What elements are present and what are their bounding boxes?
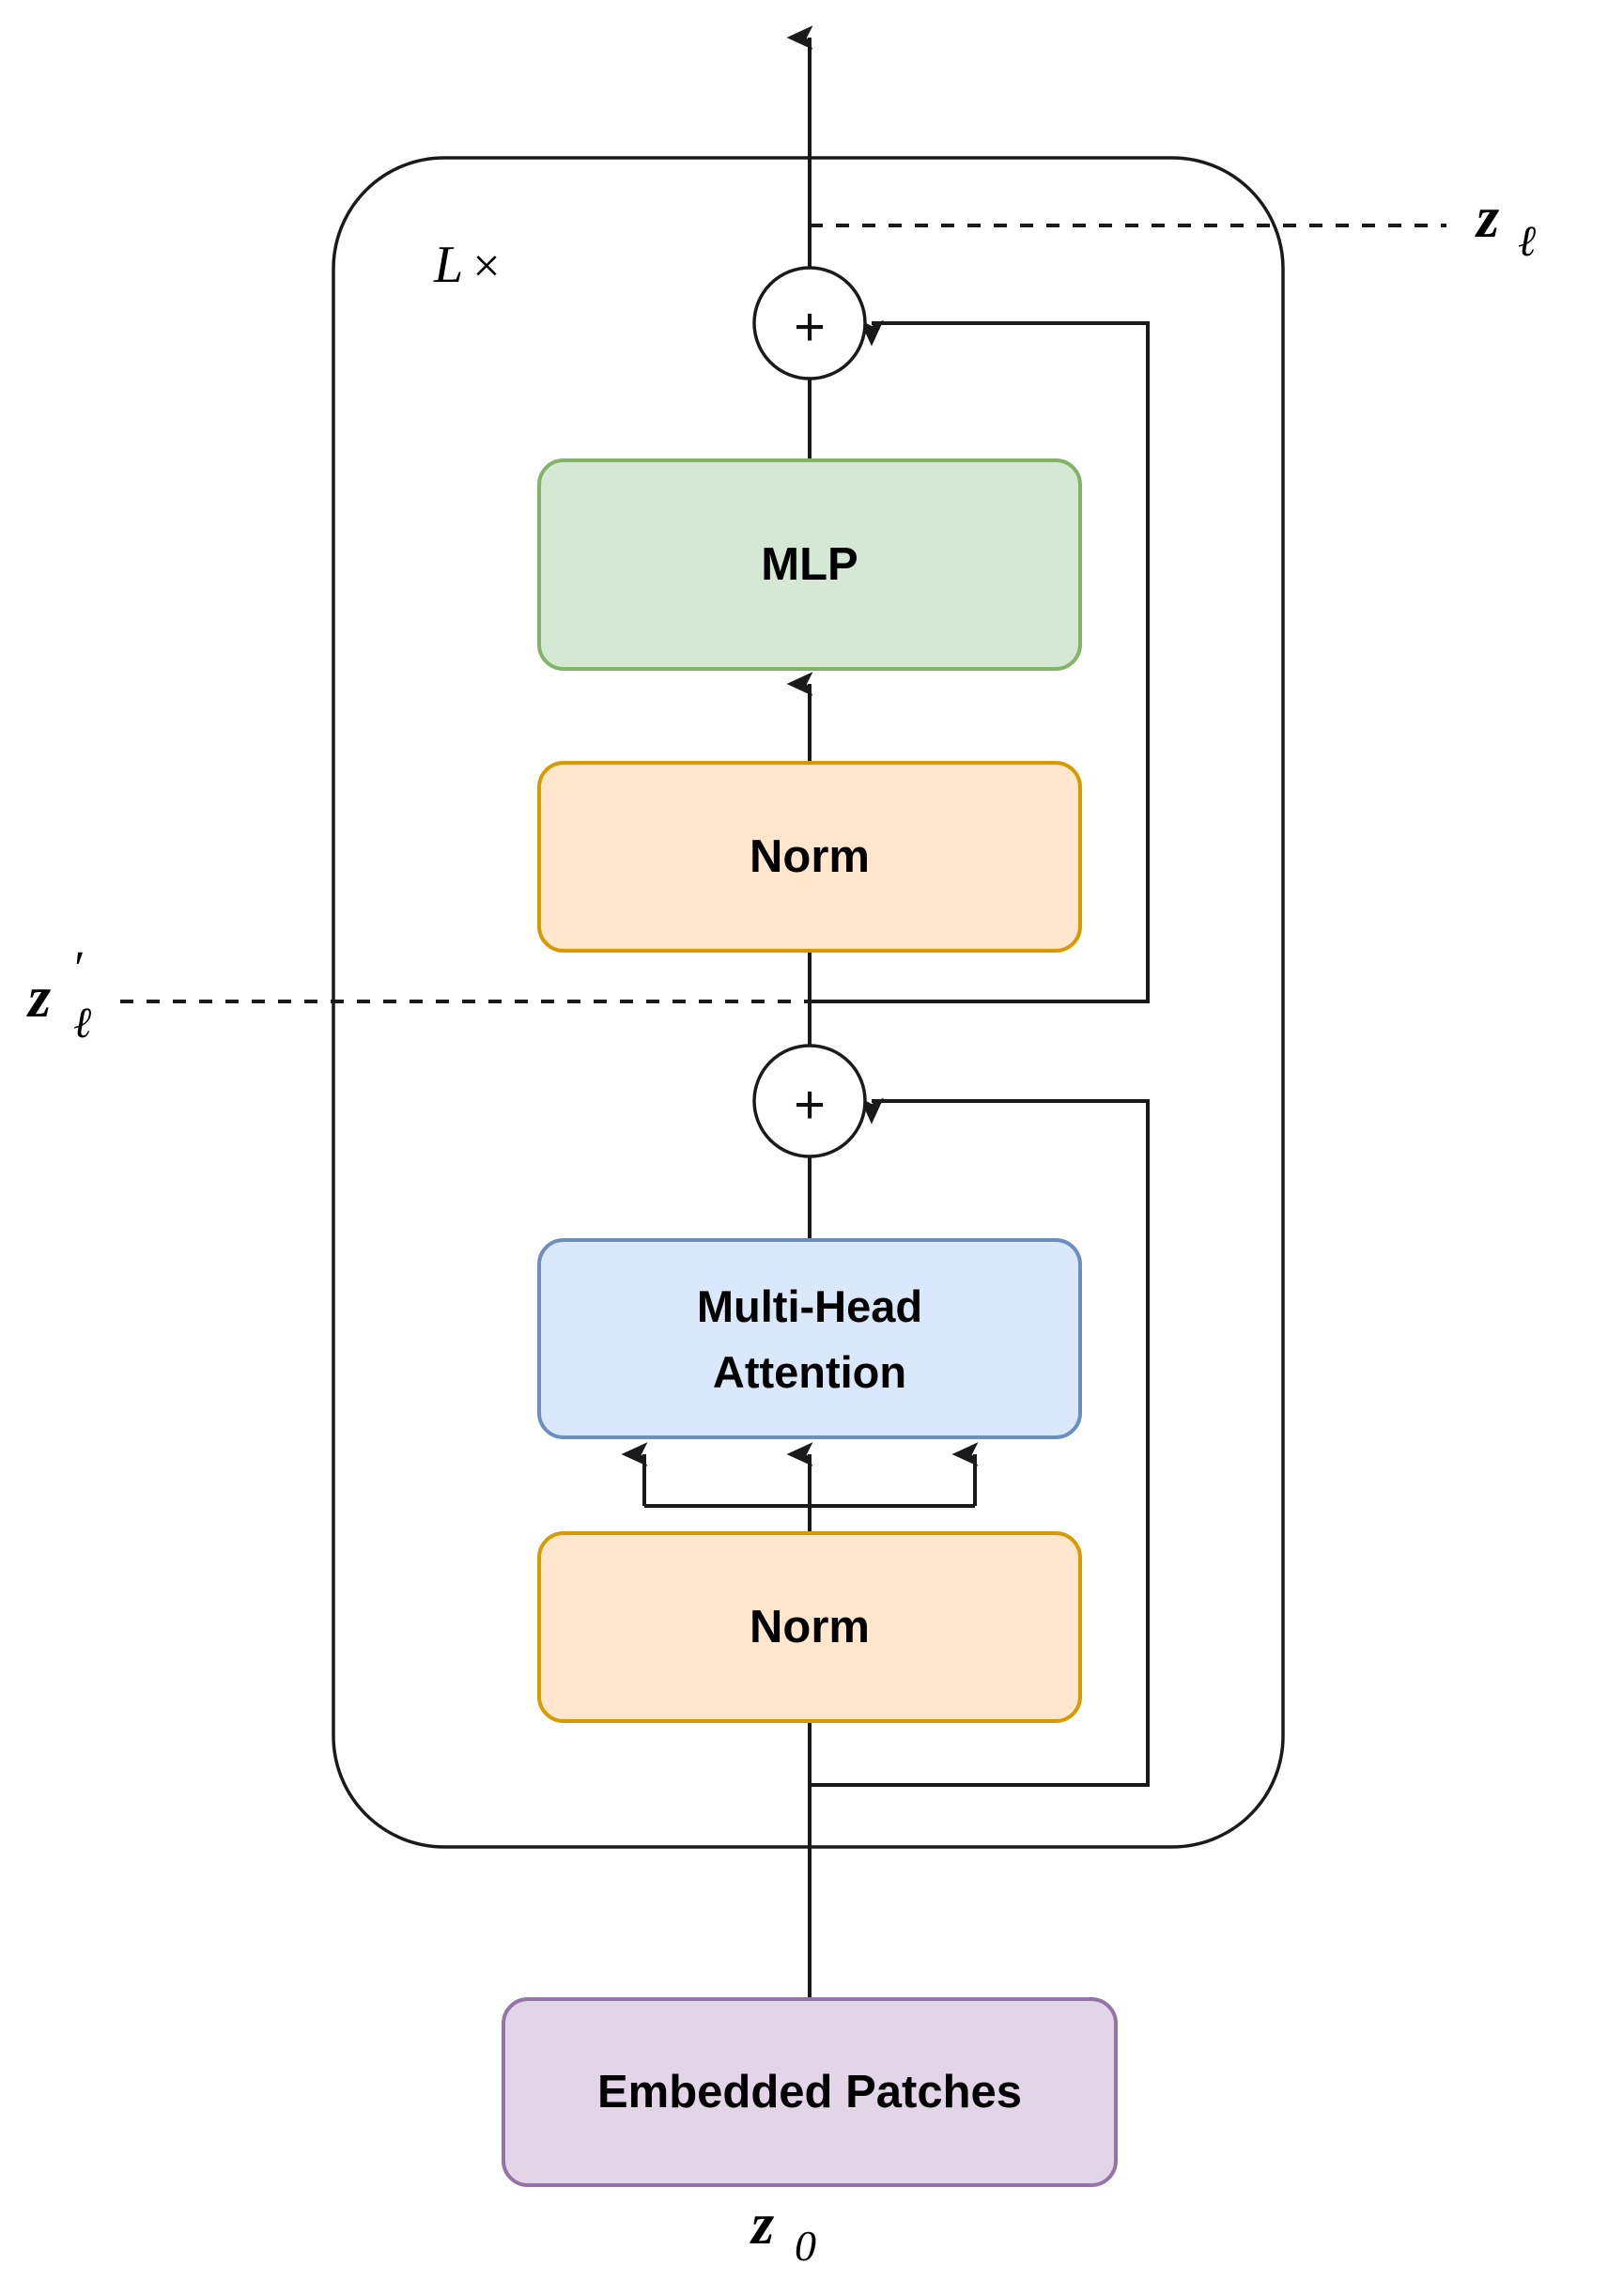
block-attention-label-line1: Multi-Head — [697, 1281, 922, 1331]
block-multi-head-attention[interactable]: Multi-Head Attention — [537, 1238, 1082, 1439]
block-norm-top[interactable]: Norm — [537, 761, 1082, 953]
node-add-bottom[interactable]: + — [752, 1044, 867, 1158]
add-top-circle — [752, 266, 867, 380]
block-norm-bottom-label: Norm — [750, 1602, 870, 1652]
block-multi-head-attention-rect — [537, 1238, 1082, 1439]
add-bottom-plus-icon: + — [794, 1075, 826, 1136]
block-mlp-label: MLP — [761, 539, 858, 590]
annotation-z-ell-prime-mark: ′ — [71, 942, 84, 996]
block-embedded-patches-rect — [502, 1997, 1118, 2187]
annotation-z-zero: z 0 — [750, 2193, 816, 2270]
annotation-z-zero-base: z — [750, 2193, 774, 2257]
block-mlp[interactable]: MLP — [537, 458, 1082, 671]
block-norm-top-rect — [537, 761, 1082, 953]
annotation-z-ell-prime-subscript: ℓ — [73, 999, 92, 1047]
annotation-z-ell-prime-base: z — [26, 966, 51, 1030]
annotation-z-ell-base: z — [1475, 186, 1499, 250]
block-norm-bottom-rect — [537, 1531, 1082, 1723]
annotation-repeat-count: L × — [433, 236, 502, 294]
block-embedded-patches[interactable]: Embedded Patches — [502, 1997, 1118, 2187]
block-norm-top-label: Norm — [750, 831, 870, 882]
add-bottom-circle — [752, 1044, 867, 1158]
annotation-repeat-letter: L — [433, 236, 463, 294]
add-top-plus-icon: + — [794, 297, 826, 358]
block-attention-label-line2: Attention — [713, 1347, 906, 1397]
annotation-z-ell: z ℓ — [1475, 186, 1537, 265]
edge-residual-attention — [810, 1097, 1150, 1787]
annotation-repeat-times: × — [470, 240, 502, 293]
annotation-z-zero-subscript: 0 — [795, 2222, 816, 2270]
annotation-z-ell-subscript: ℓ — [1518, 217, 1537, 265]
block-embedded-patches-label: Embedded Patches — [597, 2067, 1022, 2118]
node-add-top[interactable]: + — [752, 266, 867, 380]
annotation-z-ell-prime: z ′ ℓ — [26, 942, 92, 1047]
block-mlp-rect — [537, 458, 1082, 671]
edge-residual-mlp — [810, 319, 1150, 1003]
block-norm-bottom[interactable]: Norm — [537, 1531, 1082, 1723]
